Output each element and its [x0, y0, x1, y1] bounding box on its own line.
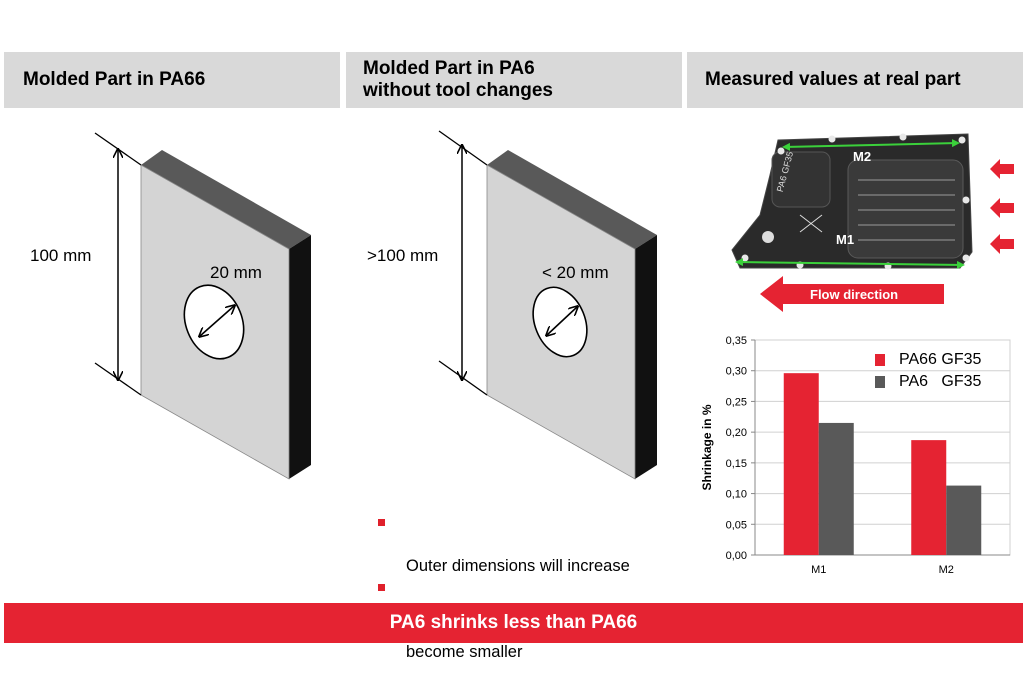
x-tick-label: M1 — [811, 564, 826, 576]
pa6-ext-line-top — [438, 130, 488, 166]
header-pa6-line2: without tool changes — [363, 80, 553, 101]
legend-swatch-pa66 — [875, 354, 885, 366]
pa66-hole-dimension-arrow — [200, 306, 234, 336]
bar-m2-series-1 — [946, 485, 982, 555]
bar-m1-series-0 — [783, 373, 819, 555]
pa6-hole-dimension-arrow — [547, 307, 577, 335]
cross-mark-b — [799, 214, 823, 233]
header-measured-title: Measured values at real part — [705, 69, 961, 90]
header-pa6-title: Molded Part in PA6 without tool changes — [363, 58, 553, 102]
y-tick-label: 0,20 — [726, 427, 747, 439]
pa6-part-side — [635, 235, 657, 479]
oil-pan-ribs — [858, 179, 955, 241]
pa66-hole-label: 20 mm — [210, 263, 262, 282]
bar-m1-series-1 — [818, 422, 854, 555]
flow-direction-arrow — [760, 276, 944, 312]
legend-label-pa66: PA66 GF35 — [899, 351, 982, 368]
pa66-height-label: 100 mm — [30, 246, 92, 265]
bullet-square-icon — [378, 519, 385, 526]
oil-pan-drain — [762, 231, 774, 243]
shrinkage-bar-chart: 0,00 0,05 0,10 0,15 0,20 0,25 0,30 0,35Shrinkag… — [700, 335, 1011, 576]
bar-m2-series-0 — [911, 440, 947, 555]
y-tick-label: 0,10 — [726, 489, 747, 501]
pa6-ext-line-bottom — [438, 360, 488, 396]
y-tick-label: 0,15 — [726, 458, 747, 470]
bullet-square-icon — [378, 583, 385, 591]
pa6-hole-label: < 20 mm — [542, 263, 609, 282]
flow-direction-label: Flow direction — [810, 287, 899, 302]
conclusion-text: PA6 shrinks less than PA66 — [389, 612, 638, 633]
header-measured: Measured values at real part — [687, 52, 1023, 108]
header-pa6: Molded Part in PA6 without tool changes — [346, 52, 682, 108]
bullet-text: Outer dimensions will increase — [406, 557, 630, 575]
pa66-part-diagram — [94, 132, 311, 480]
measurement-m1-line — [735, 258, 965, 269]
header-pa6-line1: Molded Part in PA6 — [363, 58, 535, 79]
y-tick-label: 0,30 — [726, 366, 747, 378]
pa6-part-top — [487, 150, 657, 249]
legend-label-pa6: PA6 GF35 — [899, 373, 982, 390]
measurement-m2-line — [782, 139, 960, 151]
y-tick-label: 0,00 — [726, 550, 747, 562]
bullet-item: Outer dimensions will increase — [376, 513, 676, 578]
real-part-photo: PA6 GF35 — [731, 133, 1014, 312]
flow-indicator-arrows — [990, 159, 1014, 254]
conclusion-banner: PA6 shrinks less than PA66 — [4, 603, 1023, 643]
y-tick-label: 0,35 — [726, 335, 747, 347]
pa66-part-top — [141, 150, 311, 249]
oil-pan-tab — [771, 151, 831, 208]
pa6-part-diagram — [438, 130, 657, 480]
m2-label: M2 — [853, 149, 872, 164]
y-tick-label: 0,25 — [726, 396, 747, 408]
x-tick-label: M2 — [939, 564, 954, 576]
m1-label: M1 — [836, 232, 855, 247]
y-tick-label: 0,05 — [726, 519, 747, 531]
pa6-height-label: >100 mm — [367, 246, 439, 265]
pa66-part-side — [289, 235, 311, 479]
header-pa66-title: Molded Part in PA66 — [23, 69, 206, 90]
legend-swatch-pa6 — [875, 376, 885, 388]
header-pa66: Molded Part in PA66 — [4, 52, 340, 108]
y-axis-label: Shrinkage in % — [700, 404, 714, 490]
